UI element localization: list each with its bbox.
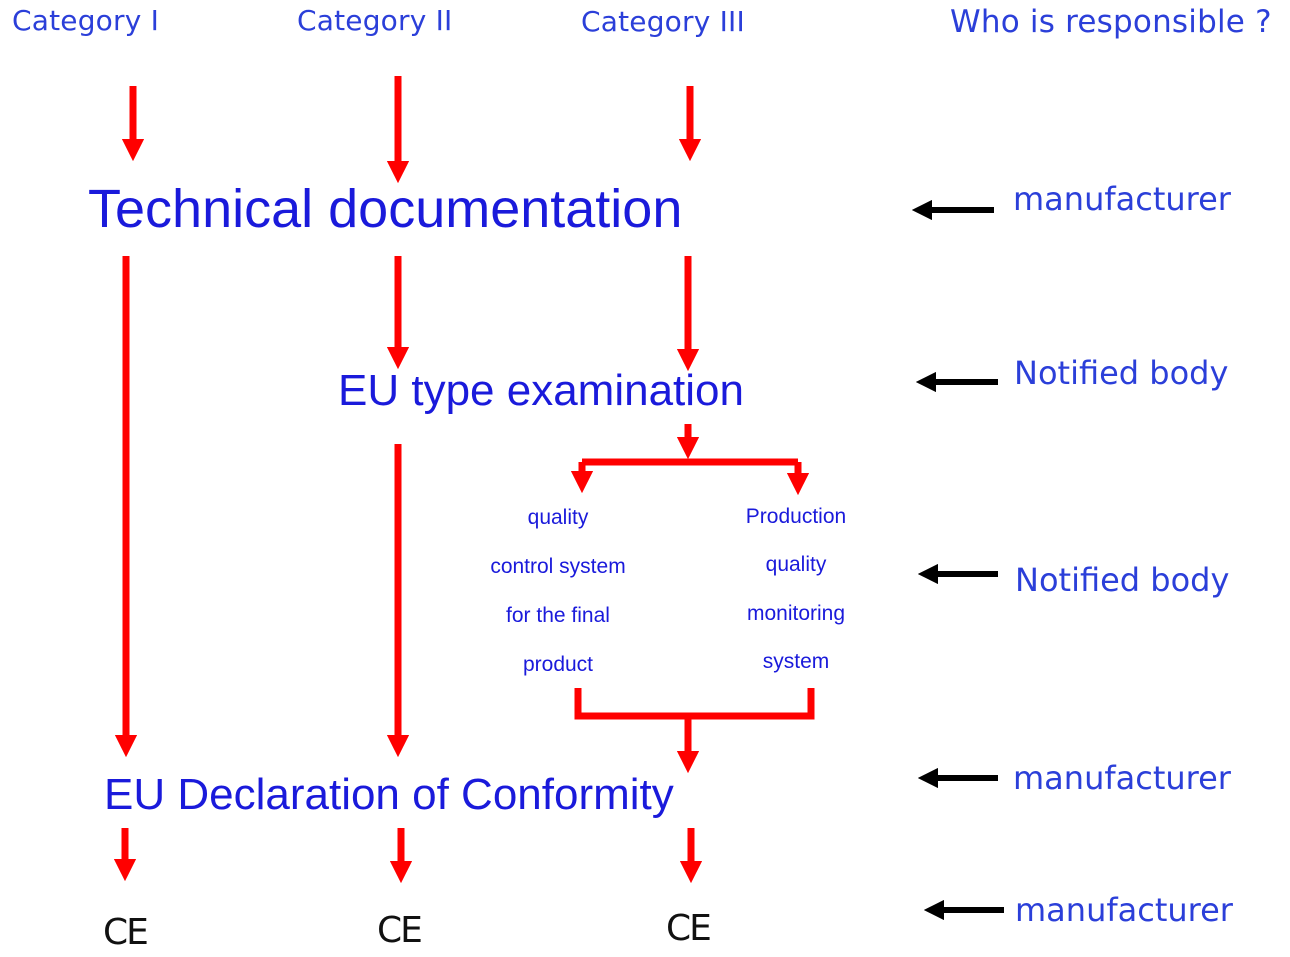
- option-right-line-2: quality: [765, 553, 827, 576]
- option-right-line-4: system: [762, 650, 830, 673]
- eu-type-examination-label: EU type examination: [338, 366, 744, 415]
- eu-declaration-label: EU Declaration of Conformity: [104, 770, 674, 819]
- technical-documentation-label: Technical documentation: [88, 179, 683, 239]
- option-left-line-4: product: [522, 653, 594, 676]
- category-2-header: Category II: [297, 4, 453, 37]
- ce-mark-category-2: CE: [377, 910, 423, 951]
- responsible-row-3: Notified body: [1015, 561, 1230, 599]
- option-left-line-1: quality: [527, 506, 589, 529]
- category-3-header: Category III: [581, 5, 745, 38]
- option-left-line-2: control system: [490, 555, 626, 578]
- option-right-line-3: monitoring: [746, 602, 846, 625]
- responsible-row-2: Notified body: [1014, 354, 1229, 392]
- ce-mark-category-1: CE: [103, 912, 149, 953]
- responsible-row-4: manufacturer: [1013, 759, 1231, 797]
- responsibility-arrows: [911, 199, 1004, 921]
- responsible-row-5: manufacturer: [1015, 891, 1233, 929]
- merge-bracket: [574, 688, 815, 720]
- responsible-header: Who is responsible ?: [950, 4, 1272, 40]
- category-1-header: Category I: [12, 4, 160, 37]
- ce-mark-category-3: CE: [666, 908, 712, 949]
- red-flow-arrows: [113, 76, 815, 884]
- option-right-line-1: Production: [745, 505, 847, 528]
- responsible-row-1: manufacturer: [1013, 180, 1231, 218]
- option-left-line-3: for the final: [506, 604, 610, 627]
